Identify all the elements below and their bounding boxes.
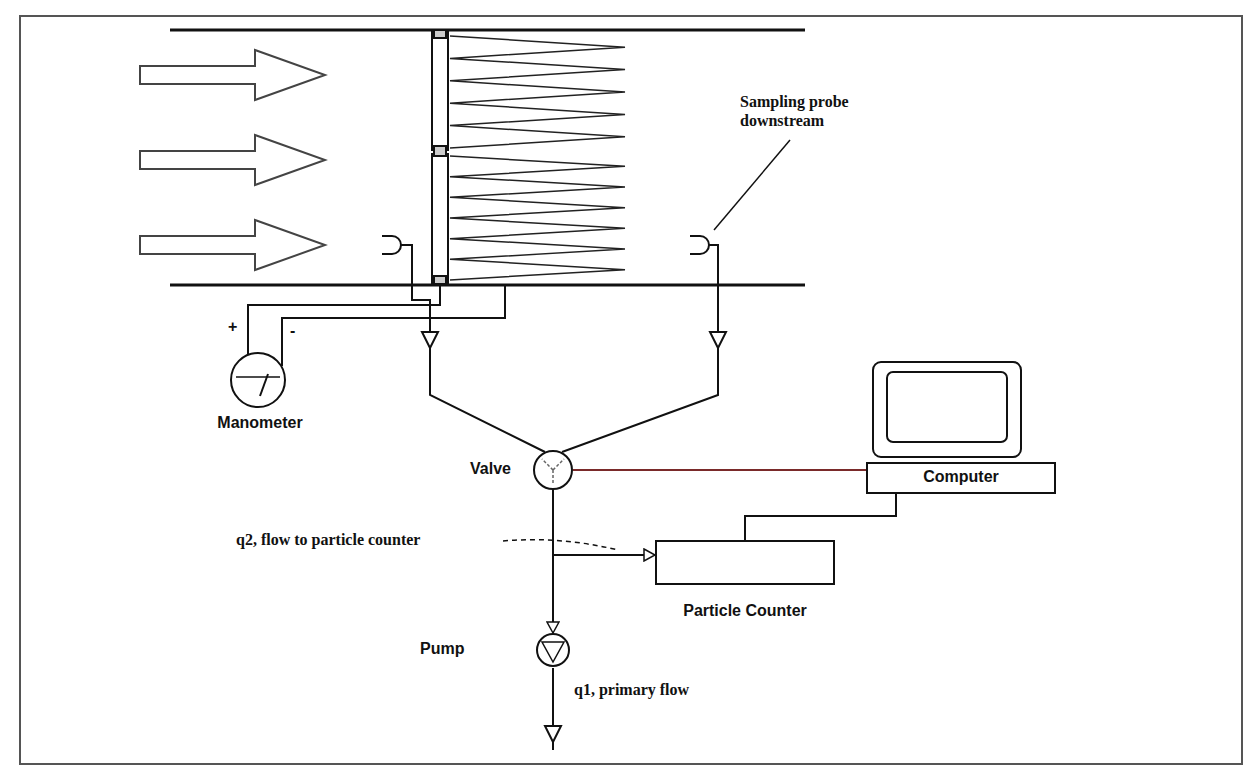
connector-line bbox=[573, 469, 866, 471]
filter-frame bbox=[432, 30, 448, 284]
particle-counter-box: Particle Counter bbox=[655, 540, 835, 624]
node-label: Manometer bbox=[200, 414, 320, 432]
filter-pleats bbox=[450, 36, 625, 280]
text-holder: Valve bbox=[470, 460, 530, 478]
label-holder: q1, primary flow bbox=[574, 680, 734, 699]
text-holder: Particle Counter bbox=[655, 602, 835, 620]
pressure-taps bbox=[248, 285, 505, 366]
polarity-sign: + bbox=[228, 318, 242, 336]
duct-wall bbox=[170, 284, 805, 287]
label-holder: - bbox=[290, 322, 304, 340]
label-holder: q2, flow to particle counter bbox=[236, 530, 506, 549]
sample-tubes bbox=[401, 245, 726, 452]
text-holder: Computer bbox=[866, 468, 1056, 486]
node-label: Computer bbox=[866, 468, 1056, 486]
polarity-sign: - bbox=[290, 322, 304, 340]
callout-label: Sampling probe downstream bbox=[740, 92, 868, 130]
monitor bbox=[873, 362, 1021, 457]
node-outline bbox=[655, 540, 835, 585]
node-label: Particle Counter bbox=[655, 602, 835, 620]
exhaust-line bbox=[545, 668, 561, 750]
leader-line bbox=[503, 540, 618, 550]
manometer-gauge: Manometer bbox=[200, 352, 320, 436]
duct-wall bbox=[170, 29, 805, 32]
pump-symbol: Pump bbox=[420, 632, 572, 668]
flow-label: q2, flow to particle counter bbox=[236, 530, 506, 549]
connector-line bbox=[745, 494, 896, 540]
node-label: Valve bbox=[470, 460, 530, 478]
leader-line bbox=[714, 140, 790, 230]
flow-label: q1, primary flow bbox=[574, 680, 734, 699]
node-outline bbox=[536, 633, 570, 667]
text-holder: Pump bbox=[420, 640, 480, 658]
airflow-arrows bbox=[140, 50, 325, 270]
label-holder: + bbox=[228, 318, 242, 336]
sampling-probe bbox=[690, 236, 709, 254]
sampling-probe bbox=[382, 236, 401, 254]
node-outline bbox=[533, 450, 573, 490]
valve-symbol: Valve bbox=[470, 450, 575, 492]
text-holder: Manometer bbox=[200, 414, 320, 432]
connector-line bbox=[553, 490, 655, 555]
node-label: Pump bbox=[420, 640, 480, 658]
figure-frame bbox=[20, 16, 1242, 764]
computer-box: Computer bbox=[866, 462, 1056, 494]
label-holder: Sampling probe downstream bbox=[740, 92, 868, 130]
node-outline bbox=[230, 352, 286, 408]
